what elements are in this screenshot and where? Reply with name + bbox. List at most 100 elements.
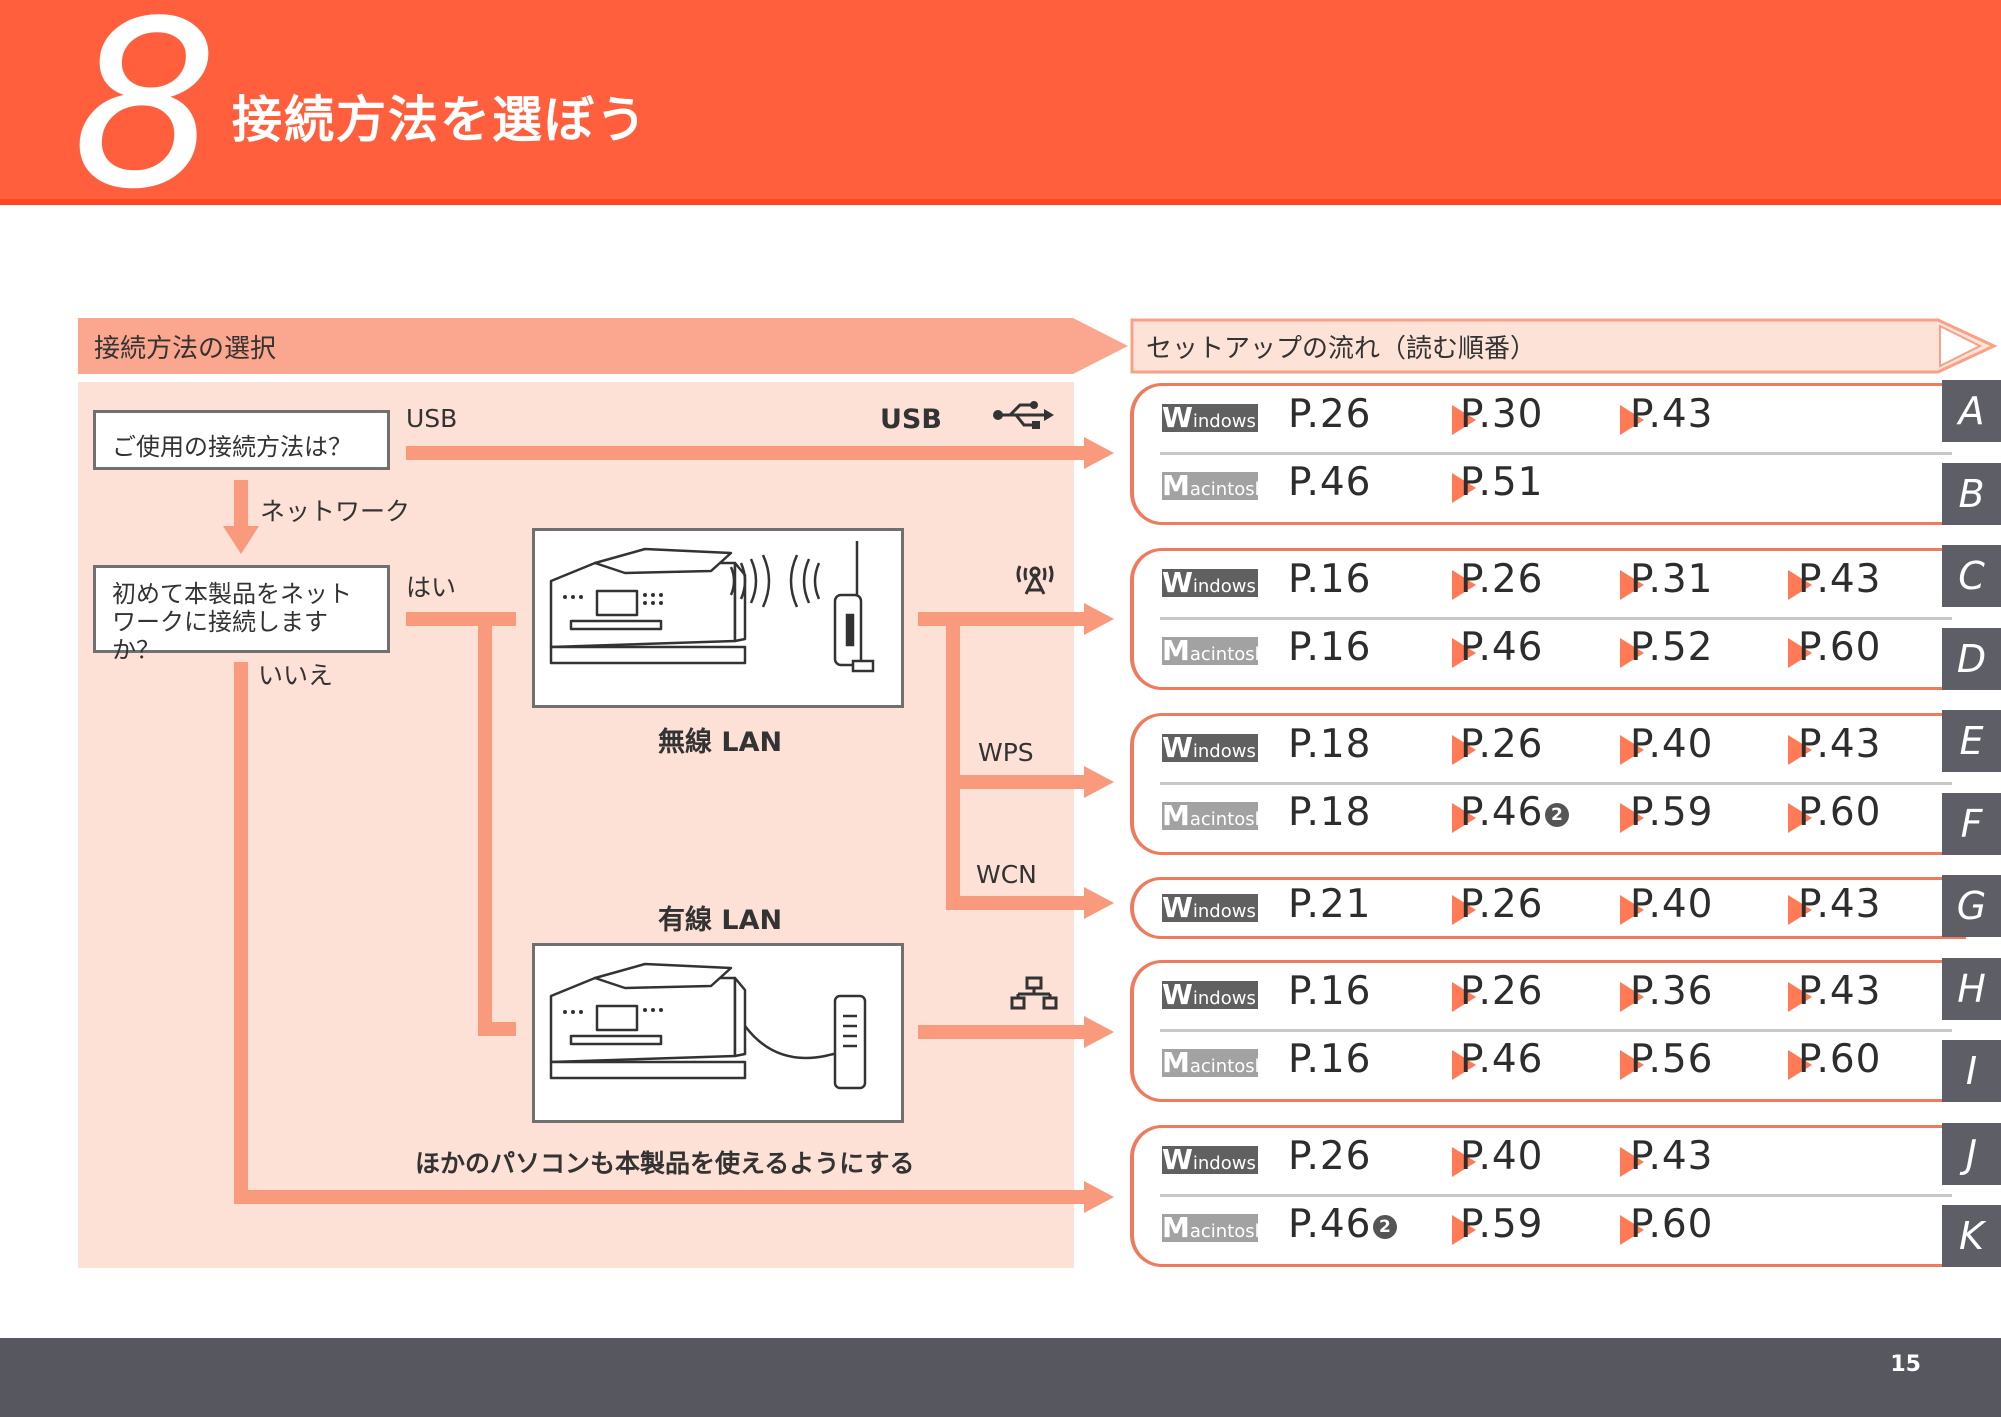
page-ref: P.43 xyxy=(1630,392,1714,437)
setup-row-windows: Windows P.16 P.26 P.31 P.43 xyxy=(1160,553,1966,613)
arrow-icon xyxy=(1452,982,1476,1012)
windows-logo: Windows xyxy=(1162,734,1258,762)
wired-lan-caption: 有線 LAN xyxy=(658,905,783,936)
page-ref: P.36 xyxy=(1630,969,1714,1014)
arrow-icon xyxy=(1452,638,1476,668)
tab-letter-e: E xyxy=(1942,710,2001,772)
left-heading: 接続方法の選択 xyxy=(94,334,277,364)
page-ref: P.43 xyxy=(1798,969,1882,1014)
tab-letter-b: B xyxy=(1942,463,2001,525)
setup-group-hi: Windows P.16 P.26 P.36 P.43 Macintosh P.… xyxy=(1130,960,1966,1102)
tab-letter-h: H xyxy=(1942,958,2001,1020)
no-label: いいえ xyxy=(258,661,334,690)
right-heading: セットアップの流れ（読む順番） xyxy=(1146,334,1537,364)
wps-label: WPS xyxy=(978,738,1034,767)
arrow-icon xyxy=(1452,803,1476,833)
page-ref: P.60 xyxy=(1798,790,1882,835)
macintosh-logo: Macintosh xyxy=(1162,799,1267,832)
other-pc-label: ほかのパソコンも本製品を使えるようにする xyxy=(415,1149,915,1178)
macintosh-logo: Macintosh xyxy=(1162,1046,1267,1079)
page-number: 15 xyxy=(1890,1352,1921,1377)
page-ref: P.26 xyxy=(1460,882,1544,927)
tab-letter-j: J xyxy=(1942,1123,2001,1185)
tab-letter-i: I xyxy=(1942,1040,2001,1102)
page-ref: P.18 xyxy=(1288,790,1372,835)
page-ref: P.60 xyxy=(1798,625,1882,670)
row-divider xyxy=(1160,1194,1952,1197)
network-label: ネットワーク xyxy=(260,497,411,526)
page-ref: P.43 xyxy=(1798,557,1882,602)
arrow-icon xyxy=(1620,1147,1644,1177)
header-bar xyxy=(0,0,2001,205)
page-ref: P.40 xyxy=(1460,1134,1544,1179)
page-ref: P.31 xyxy=(1630,557,1714,602)
wireless-lan-caption: 無線 LAN xyxy=(658,727,783,758)
page-ref: P.26 xyxy=(1288,392,1372,437)
page-ref: P.30 xyxy=(1460,392,1544,437)
row-divider xyxy=(1160,782,1952,785)
row-divider xyxy=(1160,1029,1952,1032)
arrow-icon xyxy=(1620,570,1644,600)
page-ref: P.46 xyxy=(1460,625,1544,670)
arrow-icon xyxy=(1452,473,1476,503)
windows-logo: Windows xyxy=(1162,1146,1258,1174)
page-ref: P.51 xyxy=(1460,460,1544,505)
step-number: 8 xyxy=(72,0,219,240)
arrow-icon xyxy=(1788,735,1812,765)
page-ref: P.52 xyxy=(1630,625,1714,670)
wired-network-icon xyxy=(1010,976,1058,1010)
arrow-icon xyxy=(1788,895,1812,925)
windows-logo: Windows xyxy=(1162,569,1258,597)
arrow-icon xyxy=(1788,803,1812,833)
arrow-icon xyxy=(1452,405,1476,435)
page-ref: P.46 xyxy=(1288,460,1372,505)
page-ref: P.43 xyxy=(1630,1134,1714,1179)
page-ref: P.59 xyxy=(1630,790,1714,835)
row-divider xyxy=(1160,617,1952,620)
setup-row-windows: Windows P.16 P.26 P.36 P.43 xyxy=(1160,965,1966,1025)
tab-letter-a: A xyxy=(1942,380,2001,442)
wireless-lan-illustration xyxy=(532,528,904,708)
setup-row-mac: Macintosh P.16 P.46 P.52 P.60 xyxy=(1160,621,1966,681)
arrow-icon xyxy=(1452,895,1476,925)
windows-logo: Windows xyxy=(1162,981,1258,1009)
question-first-network: 初めて本製品をネットワークに接続しますか？ xyxy=(93,565,390,664)
arrow-icon xyxy=(1452,1147,1476,1177)
usb-label: USB xyxy=(406,404,458,433)
page-ref: P.26 xyxy=(1288,1134,1372,1179)
arrow-icon xyxy=(1620,982,1644,1012)
arrow-icon xyxy=(1788,1050,1812,1080)
setup-row-mac: Macintosh P.46 P.51 xyxy=(1160,456,1966,516)
footer-bar xyxy=(0,1338,2001,1417)
wired-printer-icon xyxy=(549,962,867,1090)
page-ref: P.60 xyxy=(1630,1202,1714,1247)
setup-row-windows: Windows P.21 P.26 P.40 P.43 xyxy=(1160,878,1966,938)
windows-logo: Windows xyxy=(1162,894,1258,922)
tab-letter-f: F xyxy=(1942,793,2001,855)
page-ref: P.18 xyxy=(1288,722,1372,767)
tab-letter-c: C xyxy=(1942,545,2001,607)
page-ref: P.16 xyxy=(1288,969,1372,1014)
left-heading-banner xyxy=(78,318,1128,374)
setup-group-ef: Windows P.18 P.26 P.40 P.43 Macintosh P.… xyxy=(1130,713,1966,855)
page-ref: P.56 xyxy=(1630,1037,1714,1082)
wired-lan-illustration xyxy=(532,943,904,1123)
page-ref: P.43 xyxy=(1798,882,1882,927)
arrow-icon xyxy=(1452,1215,1476,1245)
arrow-icon xyxy=(1620,1215,1644,1245)
arrow-icon xyxy=(1620,895,1644,925)
arrow-icon xyxy=(1620,405,1644,435)
windows-logo: Windows xyxy=(1162,404,1258,432)
arrow-icon xyxy=(1788,638,1812,668)
macintosh-logo: Macintosh xyxy=(1162,634,1267,667)
arrow-icon xyxy=(1620,638,1644,668)
macintosh-logo: Macintosh xyxy=(1162,1211,1267,1244)
wireless-icon xyxy=(1016,565,1054,595)
tab-letter-d: D xyxy=(1942,628,2001,690)
